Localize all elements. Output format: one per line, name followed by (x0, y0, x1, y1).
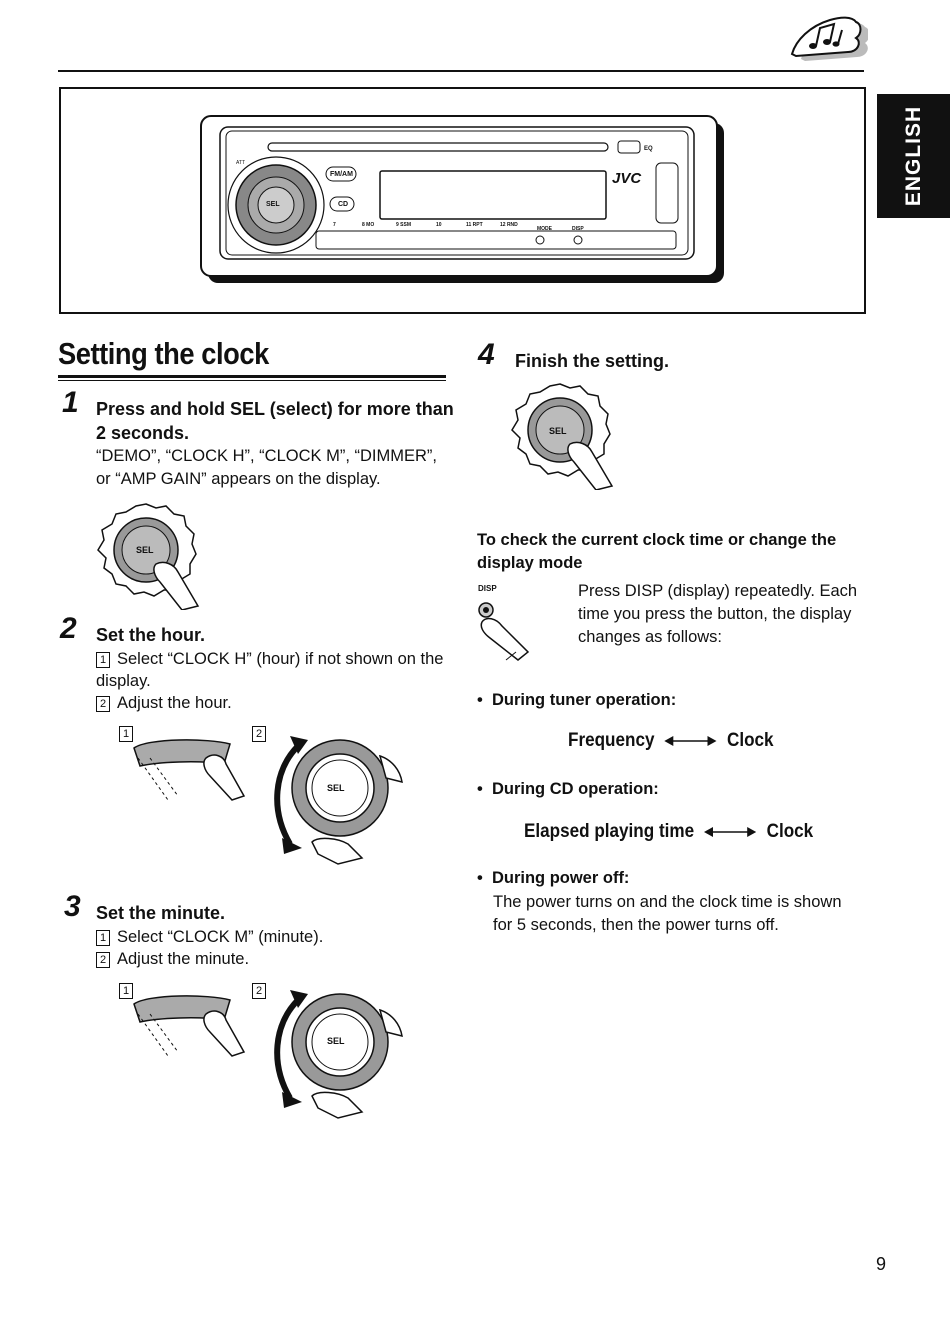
preset-label: 9 SSM (396, 222, 412, 228)
language-tab: ENGLISH (877, 94, 950, 218)
seek-button-press-illustration (128, 992, 248, 1058)
preset-label: 12 RND (500, 222, 518, 228)
step-heading: Set the hour. (96, 625, 206, 645)
illustration-marker: 1 (119, 726, 133, 742)
flow-to: Clock (766, 821, 814, 842)
double-arrow-icon (664, 735, 717, 746)
substep: 2 Adjust the minute. (96, 948, 249, 970)
substep-text: Adjust the hour. (117, 694, 232, 712)
substep-marker: 2 (96, 952, 110, 968)
knob-turn-illustration (268, 980, 418, 1120)
disp-instructions: Press DISP (display) repeatedly. Each ti… (578, 582, 858, 646)
mode-label: • During power off: (477, 869, 630, 887)
att-label: ATT (236, 160, 246, 166)
sel-knob-press-illustration (508, 382, 618, 491)
knob-sel-label: SEL (327, 783, 345, 793)
preset-label: 10 (436, 222, 442, 228)
step-number: 1 (62, 386, 79, 419)
step-number: 3 (64, 890, 81, 923)
section-title: Setting the clock (58, 336, 269, 371)
mode-label: • During CD operation: (477, 780, 659, 798)
sel-knob-press-illustration (94, 502, 204, 611)
sel-knob-label: SEL (266, 201, 280, 208)
disp-button-label: DISP (478, 584, 497, 593)
knob-sel-label: SEL (549, 426, 567, 436)
step-body: “DEMO”, “CLOCK H”, “CLOCK M”, “DIMMER”, … (96, 447, 437, 488)
title-rule (58, 380, 446, 381)
music-notes-icon (786, 14, 870, 62)
unit-illustration-frame (59, 87, 866, 314)
title-rule (58, 375, 446, 378)
mode-label-text: During power off: (491, 869, 630, 887)
substep-text: Select “CLOCK H” (hour) if not shown on … (96, 650, 444, 690)
header-rule (58, 70, 864, 72)
knob-sel-label: SEL (136, 545, 154, 555)
preset-label: 11 RPT (466, 222, 483, 228)
mode-button: MODE (537, 226, 552, 232)
display-flow: Elapsed playing time Clock (524, 821, 813, 843)
disp-button: DISP (572, 226, 584, 232)
seek-button-press-illustration (128, 736, 248, 802)
preset-label: 7 (333, 222, 336, 228)
flow-from: Elapsed playing time (524, 821, 695, 842)
flow-to: Clock (726, 730, 774, 751)
substep: 1 Select “CLOCK M” (minute). (96, 926, 323, 948)
mode-label-text: During tuner operation: (491, 691, 677, 709)
page-number: 9 (876, 1254, 887, 1274)
preset-label: 8 MO (362, 222, 375, 228)
brand-logo: JVC (612, 170, 642, 187)
disp-press-illustration (476, 596, 532, 664)
step-heading: Set the minute. (96, 903, 226, 923)
fm-am-button: FM/AM (330, 171, 353, 178)
mode-description: The power turns on and the clock time is… (493, 893, 842, 934)
car-stereo-faceplate (198, 113, 728, 288)
mode-label-text: During CD operation: (491, 780, 659, 798)
substep-marker: 2 (96, 696, 110, 712)
double-arrow-icon (704, 826, 757, 837)
mode-label: • During tuner operation: (477, 691, 677, 709)
illustration-marker: 1 (119, 983, 133, 999)
substep-text: Adjust the minute. (117, 950, 250, 968)
substep-marker: 1 (96, 652, 110, 668)
knob-sel-label: SEL (327, 1036, 345, 1046)
step-heading: Finish the setting. (515, 351, 670, 371)
eq-button: EQ (644, 146, 653, 152)
substep-text: Select “CLOCK M” (minute). (117, 928, 324, 946)
step-number: 4 (478, 338, 495, 371)
substep: 2 Adjust the hour. (96, 692, 232, 714)
subsection-heading: To check the current clock time or chang… (477, 531, 837, 572)
illustration-marker: 2 (252, 726, 266, 742)
substep-marker: 1 (96, 930, 110, 946)
display-flow: Frequency Clock (568, 730, 774, 752)
step-number: 2 (60, 612, 77, 645)
knob-turn-illustration (268, 726, 418, 866)
cd-button: CD (338, 201, 349, 208)
step-heading: Press and hold SEL (select) for more tha… (96, 399, 454, 443)
illustration-marker: 2 (252, 983, 266, 999)
flow-from: Frequency (568, 730, 655, 751)
